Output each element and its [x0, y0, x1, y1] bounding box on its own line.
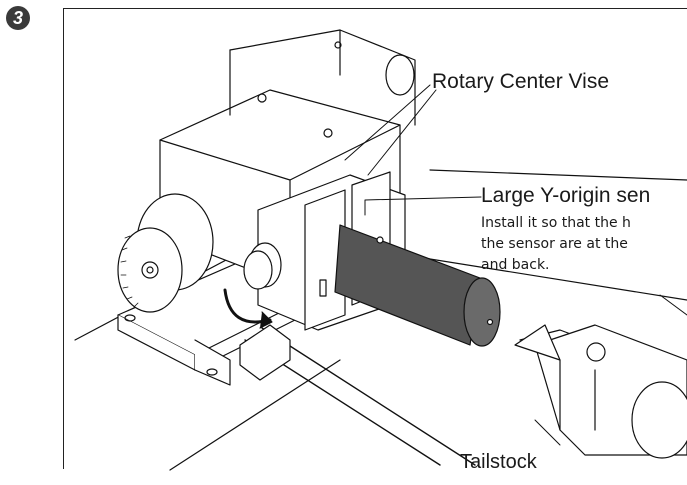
illustration-frame: [63, 8, 687, 469]
install-note-line: the sensor are at the: [481, 236, 628, 252]
y-origin-sensor: [334, 224, 481, 346]
install-note: Install it so that the h the sensor are a…: [481, 213, 631, 276]
table-mid-edge: [404, 254, 687, 301]
large-y-origin-sensor-label: Large Y-origin sen: [481, 184, 651, 207]
table-edge-line-2: [169, 359, 341, 471]
install-note-line: and back.: [481, 257, 550, 273]
install-note-line: Install it so that the h: [481, 215, 631, 231]
table-back-edge: [429, 169, 687, 181]
step-number: 3: [12, 8, 23, 28]
rotary-center-vise-label: Rotary Center Vise: [432, 70, 610, 93]
tailstock-label: Tailstock: [460, 451, 537, 473]
rod-clamp: [239, 324, 291, 381]
step-number-badge: 3: [6, 6, 30, 30]
